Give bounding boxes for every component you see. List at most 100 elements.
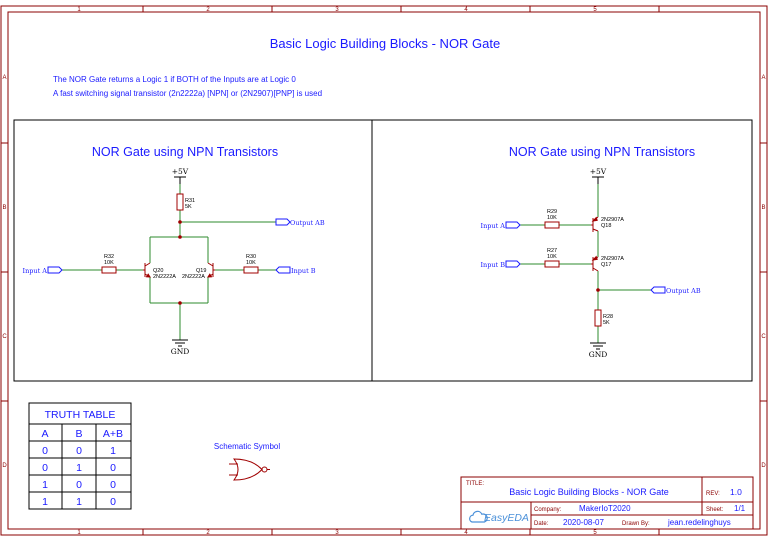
left-input-a-port [47,266,63,274]
title-block-company-label: Company: [534,507,562,513]
frame-col-1-bottom: 1 [77,530,81,536]
q18-transistor-symbol [591,216,599,232]
truth-table-header-out: A+B [103,428,123,440]
truth-table-header-b: B [75,428,82,440]
left-input-b-port [275,266,291,274]
truth-table-cell: 0 [110,462,116,474]
left-circuit-box [13,119,373,382]
q18-ref: Q18 [601,223,611,229]
drawing-frame: 1 2 3 4 5 1 2 3 4 5 A B C D A B C D [0,5,768,536]
q20-transistor-symbol [143,262,151,278]
title-block: TITLE: Basic Logic Building Blocks - NOR… [460,476,754,530]
truth-table-cell: 0 [110,479,116,491]
right-input-a-label: Input A [481,222,506,230]
description-line-1: The NOR Gate returns a Logic 1 if BOTH o… [53,75,296,84]
truth-table-cell: 1 [76,462,82,474]
truth-table: TRUTH TABLE A B A+B 0 0 1 0 1 0 1 0 0 1 … [28,402,132,510]
truth-table-header-a: A [41,428,48,440]
frame-row-c-left: C [2,334,7,340]
frame-col-4-bottom: 4 [464,530,468,536]
r32-value: 10K [104,260,114,266]
title-block-company: MakerIoT2020 [579,504,631,513]
right-input-a-port [505,221,521,229]
r31-ref: R31 [185,198,195,204]
title-block-drawn-label: Drawn By: [622,521,650,527]
title-block-title-label: TITLE: [466,481,484,487]
frame-col-3-bottom: 3 [335,530,339,536]
left-circuit: NOR Gate using NPN Transistors +5V R31 5… [23,145,325,356]
r27-ref: R27 [547,248,557,254]
r32-ref: R32 [104,254,114,260]
truth-table-title: TRUTH TABLE [45,409,116,421]
title-block-sheet: 1/1 [734,504,746,513]
left-output-label: Output AB [290,219,325,227]
easyeda-cloud-icon [469,510,488,523]
right-output-port [650,286,666,294]
frame-col-3-top: 3 [335,7,339,13]
frame-row-c-right: C [761,334,766,340]
left-input-a-label: Input A [23,267,48,275]
easyeda-logo-text: EasyEDA [484,512,529,524]
r29-value: 10K [547,215,557,221]
q20-part: 2N2222A [153,274,176,280]
r28-value: 5K [603,320,610,326]
truth-table-cell: 0 [76,445,82,457]
frame-col-5-top: 5 [593,7,597,13]
frame-col-5-bottom: 5 [593,530,597,536]
truth-table-cell: 0 [42,462,48,474]
truth-table-cell: 0 [110,496,116,508]
truth-table-cell: 0 [76,479,82,491]
q17-transistor-symbol [591,255,599,272]
truth-table-cell: 0 [42,445,48,457]
right-input-b-port [505,260,521,268]
right-output-label: Output AB [666,287,701,295]
right-supply-label: +5V [590,167,607,176]
description-line-2: A fast switching signal transistor (2n22… [53,89,322,98]
title-block-rev-label: REV: [706,491,720,497]
r31-value: 5K [185,204,192,210]
frame-row-a-right: A [761,75,765,81]
q17-part: 2N2907A [601,256,624,262]
title-block-date: 2020-08-07 [563,518,604,527]
frame-col-2-bottom: 2 [206,530,210,536]
frame-col-1-top: 1 [77,7,81,13]
right-circuit-heading: NOR Gate using NPN Transistors [509,145,695,159]
right-circuit-box [371,119,753,382]
r27-value: 10K [547,254,557,260]
page-title: Basic Logic Building Blocks - NOR Gate [270,36,500,51]
left-supply-label: +5V [172,167,189,176]
q18-part: 2N2907A [601,217,624,223]
r30-ref: R30 [246,254,256,260]
q20-ref: Q20 [153,268,163,274]
frame-row-a-left: A [2,75,6,81]
schematic-symbol-label: Schematic Symbol [214,442,280,451]
right-input-b-label: Input B [480,261,505,269]
left-circuit-heading: NOR Gate using NPN Transistors [92,145,278,159]
q19-part: 2N2222A [182,274,205,280]
title-block-rev: 1.0 [730,487,742,497]
left-input-b-label: Input B [291,267,316,275]
q19-transistor-symbol [207,262,215,278]
title-block-drawn: jean.redelinghuys [667,518,731,527]
truth-table-cell: 1 [110,445,116,457]
q17-ref: Q17 [601,262,611,268]
frame-row-d-right: D [761,463,766,469]
title-block-sheet-label: Sheet: [706,507,724,513]
truth-table-cell: 1 [42,479,48,491]
truth-table-cell: 1 [42,496,48,508]
right-circuit: NOR Gate using NPN Transistors +5V R29 1… [480,145,700,359]
frame-col-4-top: 4 [464,7,468,13]
title-block-date-label: Date: [534,521,549,527]
frame-row-b-left: B [2,205,6,211]
r28-ref: R28 [603,314,613,320]
left-output-port [275,218,291,226]
frame-row-d-left: D [2,463,7,469]
r30-value: 10K [246,260,256,266]
left-ground-label: GND [171,347,190,356]
title-block-title: Basic Logic Building Blocks - NOR Gate [509,487,669,497]
frame-col-2-top: 2 [206,7,210,13]
r29-ref: R29 [547,209,557,215]
truth-table-cell: 1 [76,496,82,508]
nor-gate-symbol-icon [229,458,270,481]
